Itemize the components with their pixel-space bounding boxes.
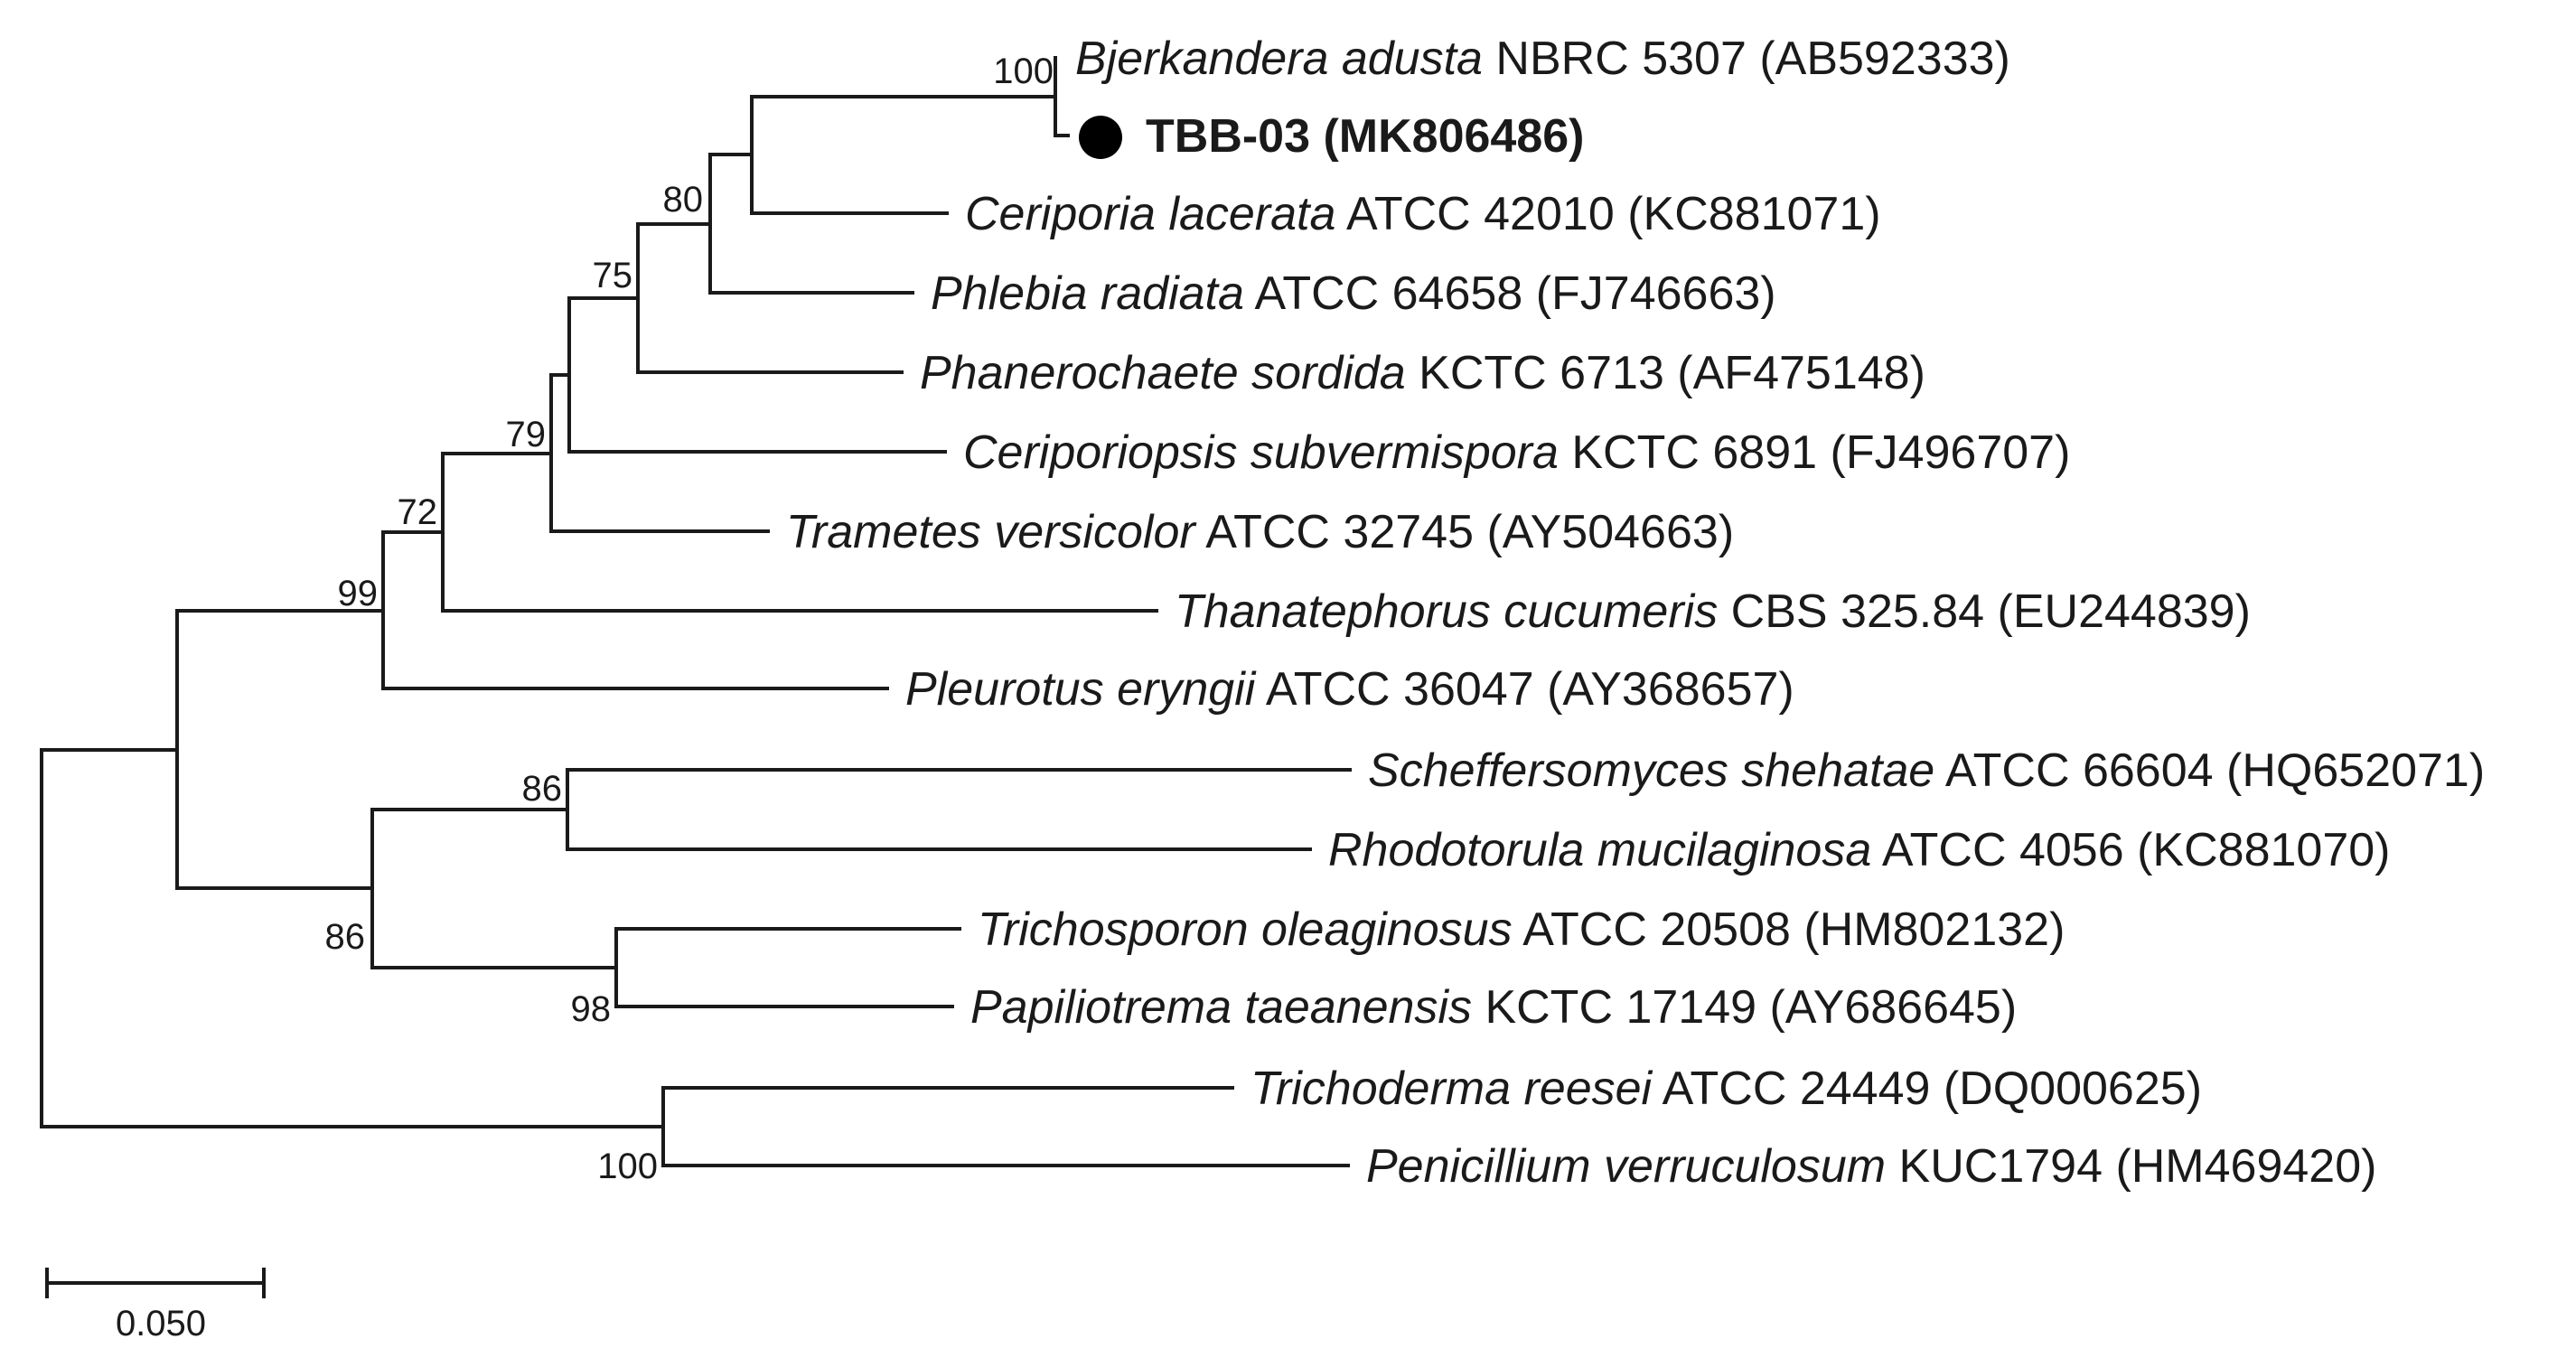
species-name: Trichosporon oleaginosus: [978, 904, 1513, 956]
strain-accession: ATCC 4056 (KC881070): [1871, 824, 2390, 876]
bootstrap-value: 86: [325, 917, 366, 957]
taxon-label-ceriporia: Ceriporia lacerata ATCC 42010 (KC881071): [965, 188, 1881, 240]
taxon-label-bjerkandera: Bjerkandera adusta NBRC 5307 (AB592333): [1075, 33, 2010, 85]
bootstrap-value: 80: [663, 180, 704, 220]
taxon-label-tbb03: TBB-03 (MK806486): [1146, 110, 1585, 163]
taxon-label-trichoderma: Trichoderma reesei ATCC 24449 (DQ000625): [1251, 1063, 2202, 1115]
strain-accession: NBRC 5307 (AB592333): [1483, 33, 2010, 85]
bootstrap-value: 72: [398, 492, 438, 532]
species-name: Phanerochaete sordida: [920, 347, 1406, 399]
species-name: Ceriporia lacerata: [965, 188, 1335, 240]
taxon-label-rhodotorula: Rhodotorula mucilaginosa ATCC 4056 (KC88…: [1328, 824, 2390, 876]
species-name: Papiliotrema taeanensis: [970, 981, 1472, 1034]
highlight-dot-icon: [1079, 116, 1122, 159]
taxon-label-pleurotus: Pleurotus eryngii ATCC 36047 (AY368657): [905, 663, 1794, 716]
strain-accession: ATCC 64658 (FJ746663): [1244, 267, 1776, 320]
strain-accession: ATCC 20508 (HM802132): [1513, 904, 2065, 956]
taxon-label-thanatephorus: Thanatephorus cucumeris CBS 325.84 (EU24…: [1175, 585, 2251, 638]
species-name: Thanatephorus cucumeris: [1175, 585, 1718, 638]
species-name: Phlebia radiata: [931, 267, 1244, 320]
scale-bar-label: 0.050: [116, 1304, 206, 1344]
strain-accession: KCTC 6713 (AF475148): [1406, 347, 1925, 399]
species-name: Rhodotorula mucilaginosa: [1328, 824, 1871, 876]
taxon-label-ceriporiopsis: Ceriporiopsis subvermispora KCTC 6891 (F…: [963, 426, 2070, 479]
species-name: Pleurotus eryngii: [905, 663, 1257, 716]
species-name: Ceriporiopsis subvermispora: [963, 426, 1559, 479]
taxon-label-papiliotrema: Papiliotrema taeanensis KCTC 17149 (AY68…: [970, 981, 2017, 1034]
taxon-label-trametes: Trametes versicolor ATCC 32745 (AY504663…: [786, 506, 1734, 558]
taxon-label-phanerochaete: Phanerochaete sordida KCTC 6713 (AF47514…: [920, 347, 1925, 399]
species-name: Trichoderma reesei: [1251, 1063, 1653, 1115]
species-name: Trametes versicolor: [786, 506, 1197, 558]
taxon-label-trichosporon: Trichosporon oleaginosus ATCC 20508 (HM8…: [978, 904, 2065, 956]
strain-accession: ATCC 24449 (DQ000625): [1652, 1063, 2202, 1115]
strain-accession: CBS 325.84 (EU244839): [1718, 585, 2251, 638]
bootstrap-value: 86: [522, 769, 563, 809]
bootstrap-value: 79: [506, 415, 547, 454]
strain-accession: TBB-03 (MK806486): [1146, 110, 1585, 163]
strain-accession: ATCC 42010 (KC881071): [1335, 188, 1880, 240]
species-name: Scheffersomyces shehatae: [1368, 744, 1934, 797]
strain-accession: ATCC 36047 (AY368657): [1255, 663, 1794, 716]
strain-accession: KCTC 17149 (AY686645): [1472, 981, 2017, 1034]
strain-accession: KUC1794 (HM469420): [1886, 1140, 2376, 1193]
strain-accession: ATCC 32745 (AY504663): [1195, 506, 1734, 558]
strain-accession: KCTC 6891 (FJ496707): [1559, 426, 2071, 479]
bootstrap-value: 98: [571, 989, 612, 1029]
bootstrap-value: 100: [597, 1147, 658, 1186]
taxon-label-scheffersomyces: Scheffersomyces shehatae ATCC 66604 (HQ6…: [1368, 744, 2485, 797]
strain-accession: ATCC 66604 (HQ652071): [1934, 744, 2485, 797]
bootstrap-value: 100: [993, 51, 1054, 91]
bootstrap-value: 99: [338, 574, 379, 613]
taxon-label-phlebia: Phlebia radiata ATCC 64658 (FJ746663): [931, 267, 1776, 320]
species-name: Penicillium verruculosum: [1366, 1140, 1886, 1193]
bootstrap-value: 75: [593, 256, 633, 295]
scale-bar: 0.050: [45, 1268, 266, 1344]
taxon-label-penicillium: Penicillium verruculosum KUC1794 (HM4694…: [1366, 1140, 2376, 1193]
species-name: Bjerkandera adusta: [1075, 33, 1483, 85]
